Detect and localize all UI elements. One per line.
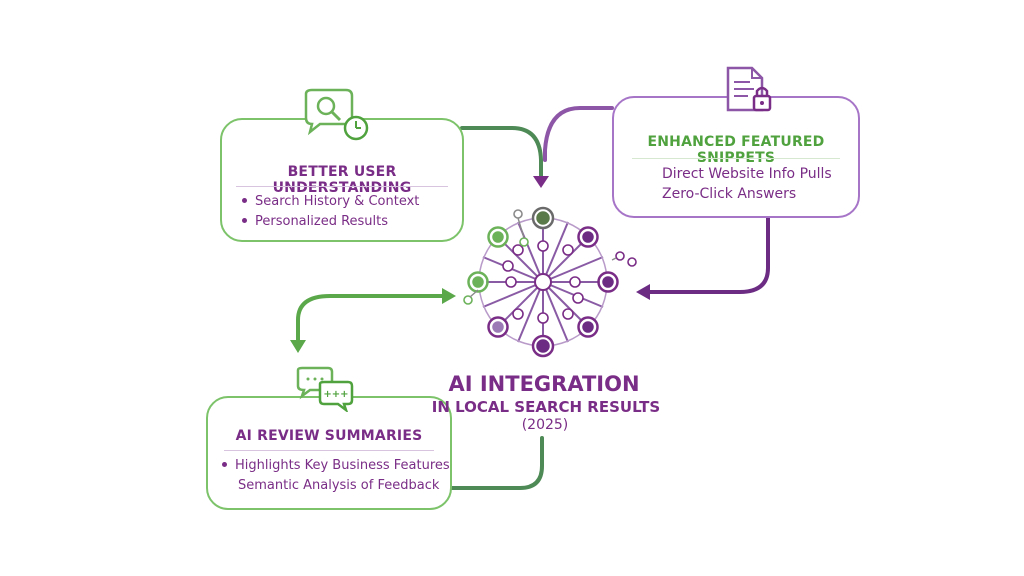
list-item: Direct Website Info Pulls — [662, 166, 832, 182]
page-subtitle: IN LOCAL SEARCH RESULTS — [431, 398, 661, 416]
divider — [632, 158, 840, 159]
card-title: BETTER USER UNDERSTANDING — [272, 164, 412, 196]
arrow-snippets-to-hub-right-head — [636, 284, 650, 300]
divider — [224, 450, 434, 451]
list-item-text: Highlights Key Business Features — [235, 458, 450, 473]
arrow-review-to-hub — [450, 436, 544, 490]
list-item-text: Personalized Results — [255, 214, 389, 229]
document-lock-icon — [726, 66, 772, 112]
arrow-hub-to-review-down-head — [290, 340, 306, 353]
neural-network-hub-icon — [463, 206, 637, 358]
divider — [236, 186, 448, 187]
card-ai-review-summaries: AI REVIEW SUMMARIES Highlights Key Busin… — [206, 396, 452, 510]
list-item: Semantic Analysis of Feedback — [238, 478, 440, 493]
list-item: Highlights Key Business Features — [222, 458, 450, 473]
list-item: Personalized Results — [242, 214, 388, 229]
list-item: Zero-Click Answers — [662, 186, 797, 202]
svg-text:+++: +++ — [323, 389, 348, 400]
card-title: ENHANCED FEATURED SNIPPETS — [647, 134, 825, 166]
arrow-hub-to-review-right-head — [442, 288, 456, 304]
card-enhanced-featured-snippets: ENHANCED FEATURED SNIPPETS Direct Websit… — [612, 96, 860, 218]
page-year: (2025) — [521, 417, 569, 433]
arrow-snippets-to-hub-right — [646, 216, 770, 294]
card-better-user-understanding: BETTER USER UNDERSTANDING Search History… — [220, 118, 464, 242]
arrow-snippets-to-hub-top — [543, 106, 614, 162]
page-title: AI INTEGRATION — [448, 372, 640, 396]
arrow-user-to-hub-head — [533, 176, 549, 188]
list-item: Search History & Context — [242, 194, 419, 209]
bullet-dot — [242, 198, 247, 203]
chat-bubbles-icon: +++ — [296, 366, 354, 412]
bullet-dot — [222, 462, 227, 467]
arrow-hub-to-review — [296, 294, 444, 342]
card-title: AI REVIEW SUMMARIES — [235, 428, 423, 444]
chat-search-clock-icon — [304, 88, 369, 141]
arrow-user-to-hub — [460, 126, 543, 180]
bullet-dot — [242, 218, 247, 223]
list-item-text: Search History & Context — [255, 194, 420, 209]
